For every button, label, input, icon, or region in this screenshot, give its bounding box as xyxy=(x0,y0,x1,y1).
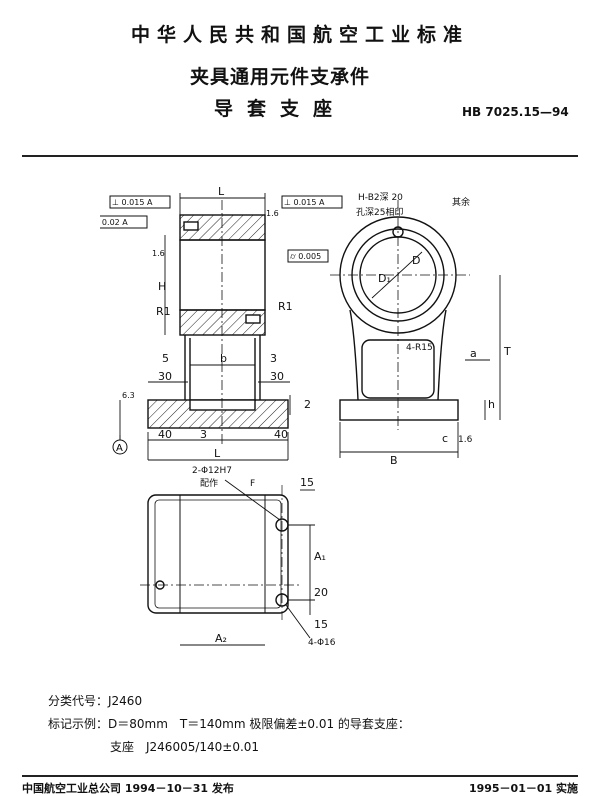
front-section-view xyxy=(147,200,289,445)
dim-15-top: 15 xyxy=(300,476,314,489)
dim-h: h xyxy=(488,398,495,411)
dim-A2: A₂ xyxy=(215,632,227,645)
dim-L-bottom: L xyxy=(214,447,221,460)
dim-R1-right: R1 xyxy=(278,300,293,313)
dim-40-right: 40 xyxy=(274,428,288,441)
roughness-1.6-a: 1.6 xyxy=(152,249,165,258)
marking-example-detail: 支座 J246005/140±0.01 xyxy=(110,740,260,754)
dim-A1: A₁ xyxy=(314,550,326,563)
technical-drawing: A L L H R1 R1 5 b 3 30 30 40 3 40 2 ⊥ 0.… xyxy=(100,185,511,648)
tol-cylindricity: ⌭ 0.005 xyxy=(290,252,321,261)
side-view xyxy=(330,200,470,430)
annot-pin-note: 配作 xyxy=(200,477,218,489)
top-view xyxy=(140,485,300,620)
marking-example: 标记示例：D＝80mm T＝140mm 极限偏差±0.01 的导套支座： xyxy=(48,717,410,731)
dim-30-left: 30 xyxy=(158,370,172,383)
dim-L-top: L xyxy=(218,185,225,198)
dim-B: B xyxy=(390,454,398,467)
header-divider xyxy=(22,155,578,157)
effective-date: 1995－01－01 实施 xyxy=(468,782,578,795)
dim-30-right: 30 xyxy=(270,370,284,383)
annot-pin-holes: 2-Φ12H7 xyxy=(192,466,232,476)
dim-c: c xyxy=(442,432,448,445)
dim-3-bottom: 3 xyxy=(200,428,207,441)
annot-hole-2: 孔深25相印 xyxy=(356,206,403,218)
classification-code: 分类代号：J2460 xyxy=(48,694,143,708)
document-title-line2: 导套支座 xyxy=(213,98,346,120)
roughness-6.3: 6.3 xyxy=(122,391,135,400)
annot-chamfer: F xyxy=(250,479,255,489)
dim-20: 20 xyxy=(314,586,328,599)
roughness-1.6-b: 1.6 xyxy=(266,209,279,218)
tol-perp-left: ⊥ 0.015 A xyxy=(112,198,153,207)
dim-a: a xyxy=(470,347,477,360)
footer-divider xyxy=(22,775,578,777)
standard-number: HB 7025.15—94 xyxy=(462,105,569,119)
tol-parallel: // 0.02 A xyxy=(100,218,128,227)
annot-hole-1: H-B2深 20 xyxy=(358,192,403,203)
tol-perp-right: ⊥ 0.015 A xyxy=(284,198,325,207)
document-title-line1: 夹具通用元件支承件 xyxy=(189,66,370,88)
dim-3-right: 3 xyxy=(270,352,277,365)
dim-H: H xyxy=(158,280,166,293)
dim-5: 5 xyxy=(162,352,169,365)
dim-T: T xyxy=(503,345,511,358)
roughness-1.6-c: 1.6 xyxy=(458,435,473,445)
dim-R1-left: R1 xyxy=(156,305,171,318)
standard-title: 中华人民共和国航空工业标准 xyxy=(130,24,469,46)
roughness-rest: 其余 xyxy=(452,196,470,208)
dim-40-left: 40 xyxy=(158,428,172,441)
dim-D1: D₁ xyxy=(378,272,391,285)
annot-bolt-holes: 4-Φ16 xyxy=(308,638,336,648)
annot-fillet: 4-R15 xyxy=(406,343,433,353)
dim-D: D xyxy=(412,254,420,267)
dim-b: b xyxy=(220,352,227,365)
dim-2: 2 xyxy=(304,398,311,411)
datum-label: A xyxy=(116,443,123,454)
issued-by: 中国航空工业总公司 1994－10－31 发布 xyxy=(22,782,234,795)
dim-15-bottom: 15 xyxy=(314,618,328,631)
datum-marker xyxy=(112,435,128,455)
